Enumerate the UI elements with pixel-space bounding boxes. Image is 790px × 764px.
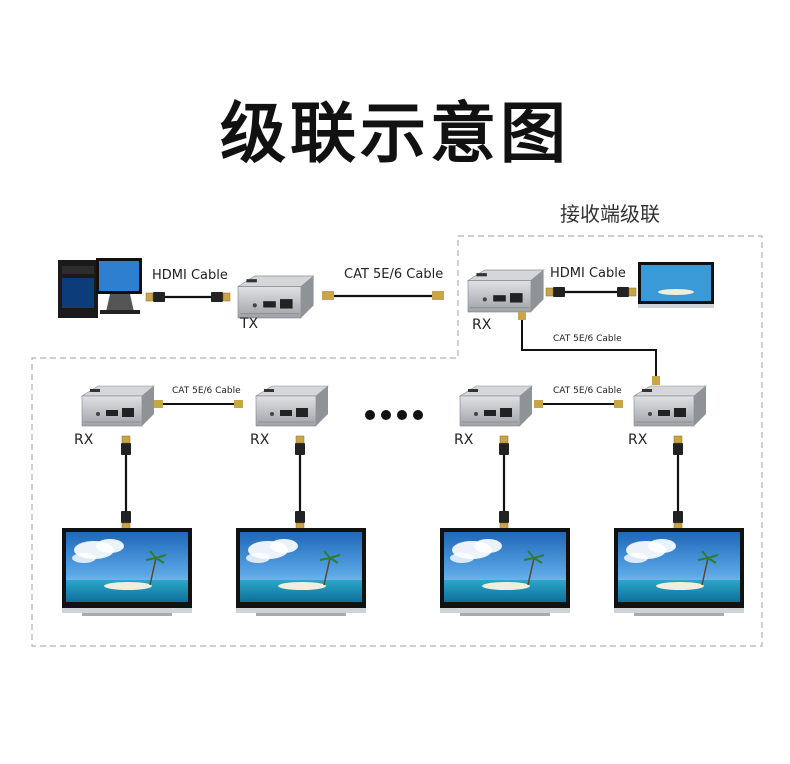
rx-device-1 <box>81 385 155 427</box>
rx-label-1: RX <box>74 432 94 448</box>
tv-top-right <box>638 262 714 308</box>
rx-device-2 <box>255 385 329 427</box>
receiver-cascade-label: 接收端级联 <box>560 202 660 226</box>
tv-1 <box>61 527 193 617</box>
cat-cable-label-top: CAT 5E/6 Cable <box>344 267 444 282</box>
hdmi-cable-label-right: HDMI Cable <box>550 266 626 281</box>
hdmi-cable-rx-tv <box>545 286 637 298</box>
cascade-region-border <box>31 235 763 647</box>
rx-label-2: RX <box>250 432 270 448</box>
tx-device <box>237 275 315 319</box>
rx-device-3 <box>459 385 533 427</box>
hdmi-cable-rx4-tv <box>672 435 684 531</box>
tx-label: TX <box>240 316 259 332</box>
cat-cable-rx1-rx2 <box>154 400 243 408</box>
cat-cable-label-chain: CAT 5E/6 Cable <box>553 334 622 344</box>
cat-cable-label-left: CAT 5E/6 Cable <box>172 386 241 396</box>
hdmi-cable-rx3-tv <box>498 435 510 531</box>
tv-2 <box>235 527 367 617</box>
cat-cable-label-right: CAT 5E/6 Cable <box>553 386 622 396</box>
hdmi-cable-rx2-tv <box>294 435 306 531</box>
cat-cable-rx3-rx4 <box>534 400 623 408</box>
rx-label-3: RX <box>454 432 474 448</box>
hdmi-cable-rx1-tv <box>120 435 132 531</box>
rx-device-top <box>467 269 545 313</box>
hdmi-cable-pc-tx <box>145 291 231 303</box>
rx-device-4 <box>633 385 707 427</box>
tv-3 <box>439 527 571 617</box>
page-title: 级联示意图 <box>220 95 570 172</box>
more-devices-dots <box>365 410 423 420</box>
cat-cable-tx-rx <box>322 291 444 300</box>
tv-4 <box>613 527 745 617</box>
rx-label-top: RX <box>472 317 492 333</box>
computer-icon <box>58 258 142 318</box>
cat-cable-rx-chain <box>518 312 660 385</box>
hdmi-cable-label-left: HDMI Cable <box>152 268 228 283</box>
rx-label-4: RX <box>628 432 648 448</box>
